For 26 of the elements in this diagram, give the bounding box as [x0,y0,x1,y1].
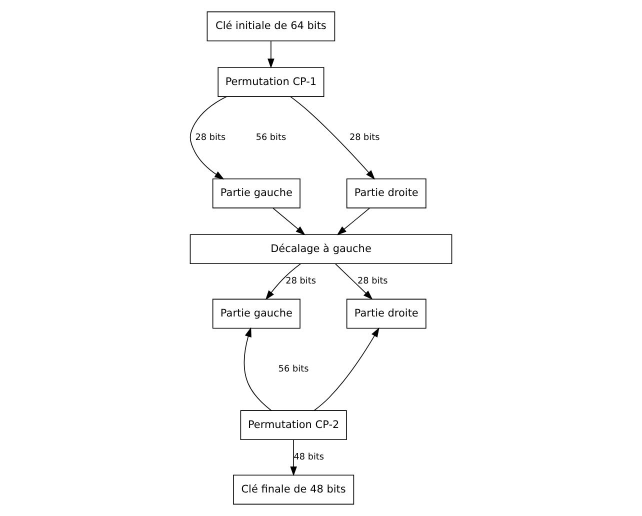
arrow [314,327,380,411]
edge-label: 28 bits [195,132,226,143]
arrow [335,264,373,300]
node-box: Clé finale de 48 bits [233,474,354,505]
node-box: Partie gauche [212,178,300,208]
arrow [265,263,302,300]
node-box: Clé initiale de 64 bits [206,11,336,42]
edge-label: 28 bits [358,276,388,287]
arrow [244,327,272,411]
arrow [268,40,274,68]
node-box: Permutation CP-1 [218,67,324,97]
node-box: Permutation CP-2 [240,410,347,440]
label: 56 bits [256,132,286,143]
node-box: Partie gauche [212,298,300,329]
arrow [336,208,370,236]
edge-label: 28 bits [286,276,316,287]
node-box: Décalage à gauche [190,234,452,264]
edge-label: 28 bits [349,132,380,143]
arrow [272,208,306,236]
arrow [290,96,376,180]
arrow [290,439,297,476]
node-box: Partie droite [346,178,426,208]
arrow [190,96,227,180]
node-box: Partie droite [346,298,426,329]
edge-label: 48 bits [294,452,324,463]
label: 56 bits [278,364,309,375]
